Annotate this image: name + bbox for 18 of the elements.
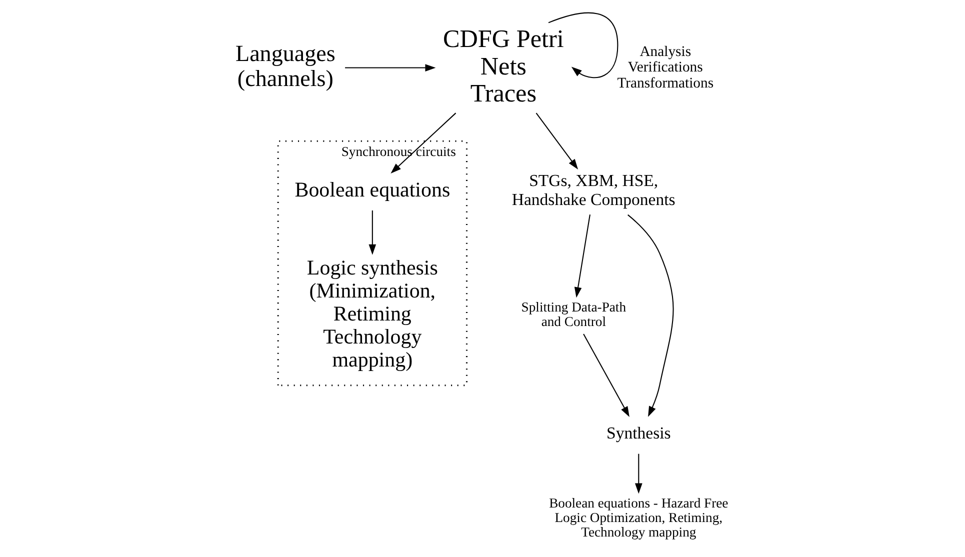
node-text: CDFG Petri Nets Traces [442, 26, 564, 108]
arrow [582, 334, 629, 417]
arrow [368, 210, 376, 255]
arrow [634, 454, 642, 494]
arrow [627, 214, 674, 417]
edge-label: Analysis Verifications Transformations [616, 44, 714, 92]
node-text: Splitting Data-Path and Control [520, 299, 626, 330]
node-text: Synthesis [606, 424, 670, 443]
arrow [390, 112, 456, 174]
node-text: Logic synthesis (Minimization, Retiming Technology mapping) [306, 255, 438, 372]
node-text: Boolean equations [294, 178, 450, 202]
arrow [574, 214, 590, 298]
node-text: STGs, XBM, HSE, Handshake Components [511, 171, 675, 209]
arrow [344, 64, 436, 72]
arrow [535, 112, 578, 170]
arrow [548, 12, 618, 78]
node-text: Boolean equations - Hazard Free Logic Optimization, Retiming, Technology mapping [548, 495, 728, 540]
node-text: Languages (channels) [234, 40, 335, 92]
